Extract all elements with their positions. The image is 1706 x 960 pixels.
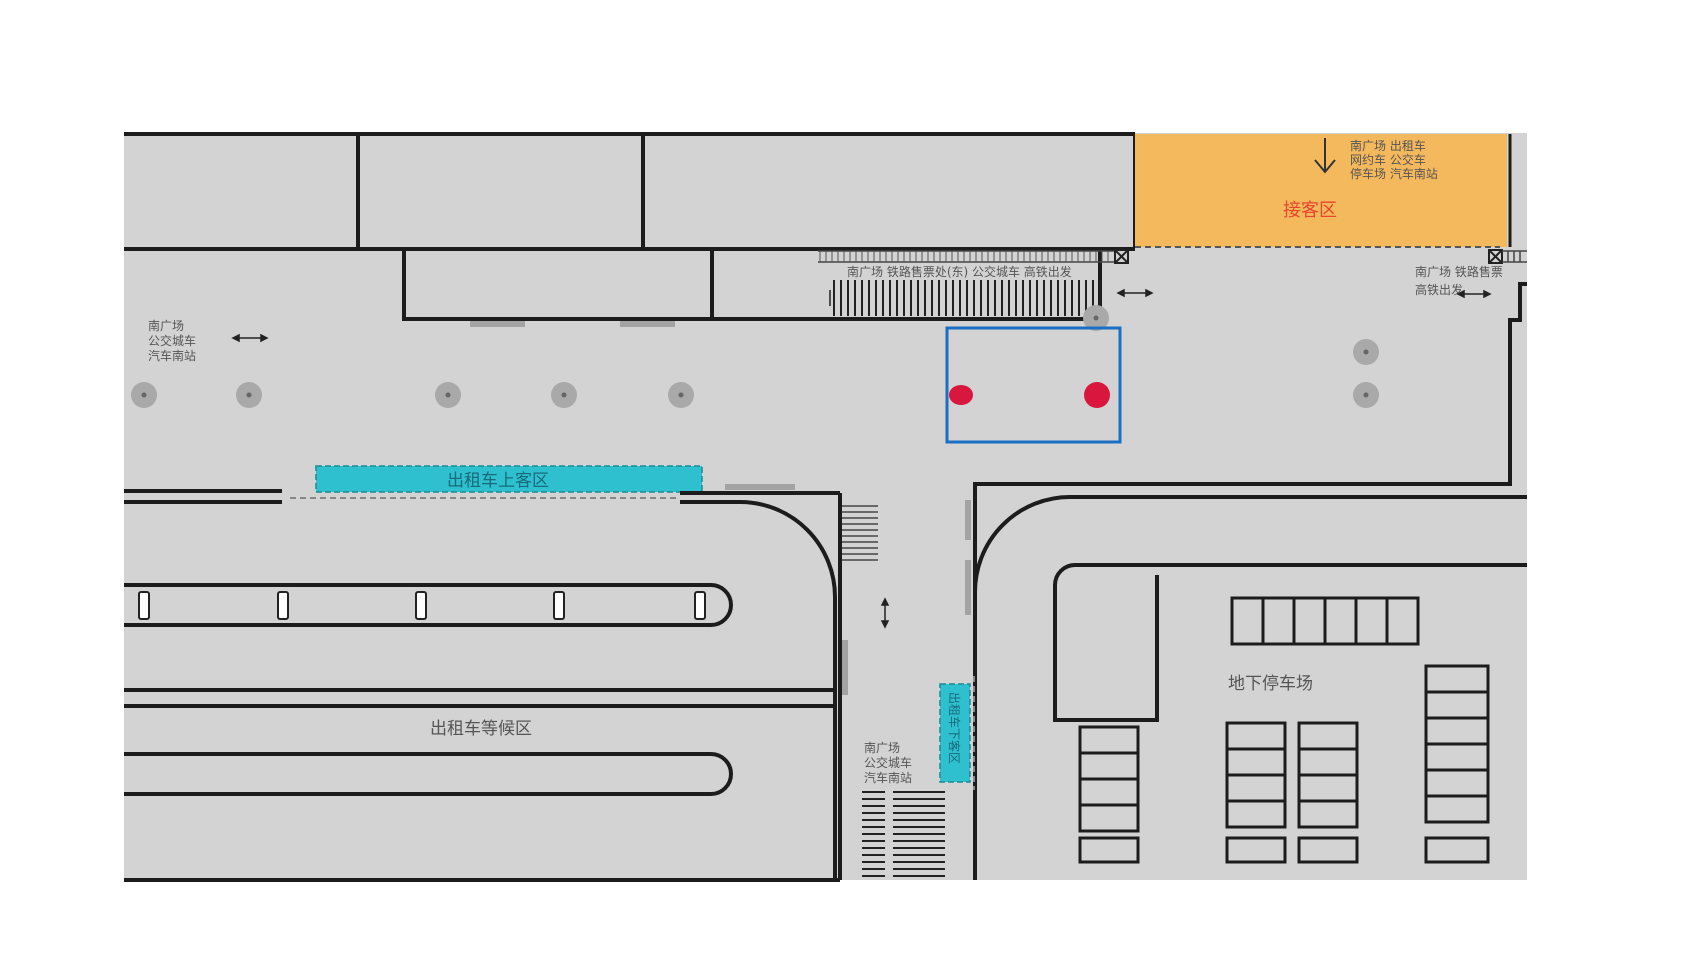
double-arrow-icon xyxy=(829,290,835,306)
pillar-center xyxy=(678,392,684,398)
parking-space xyxy=(1385,596,1420,646)
lane-markers xyxy=(138,591,706,620)
double-arrow-icon xyxy=(231,333,269,343)
down-arrow-icon xyxy=(1314,138,1336,174)
west-lanes xyxy=(124,489,842,882)
parking-spaces xyxy=(1078,596,1490,864)
parking-space xyxy=(1225,836,1287,864)
marker-right xyxy=(1084,382,1110,408)
left-sign-line-1: 南广场 xyxy=(148,318,184,333)
top-corridor-sign: 南广场 铁路售票处(东) 公交城车 高铁出发 xyxy=(847,264,1072,279)
taxi-boarding-zone-label: 出租车上客区 xyxy=(447,471,549,491)
slot-mark xyxy=(965,500,971,540)
parking-space xyxy=(1225,799,1287,829)
highlight-box xyxy=(945,326,1122,444)
pillar-center xyxy=(1363,349,1369,355)
slot-mark xyxy=(470,321,525,327)
left-sign-line-3: 汽车南站 xyxy=(148,348,196,363)
pillar-center xyxy=(246,392,252,398)
lane-marker xyxy=(553,591,565,620)
parking-space xyxy=(1297,836,1359,864)
pickup-zone-label: 接客区 xyxy=(1283,200,1337,221)
lane-marker xyxy=(694,591,706,620)
underground-parking-label: 地下停车场 xyxy=(1228,674,1313,694)
pickup-direction-line-2: 网约车 公交车 xyxy=(1350,152,1426,167)
taxi-waiting-zone-label: 出租车等候区 xyxy=(430,719,532,739)
slot-mark xyxy=(842,640,848,695)
taxi-dropoff-zone xyxy=(939,683,971,783)
slot-mark xyxy=(620,321,675,327)
east-walls xyxy=(973,282,1527,880)
double-arrow-icon xyxy=(880,597,890,629)
lane-marker xyxy=(415,591,427,620)
marker-left xyxy=(949,385,973,405)
fire-hydrant-icon xyxy=(1488,249,1503,264)
lane-marker xyxy=(138,591,150,620)
pickup-direction-line-1: 南广场 出租车 xyxy=(1350,138,1426,153)
railing-ticks xyxy=(819,251,1109,262)
double-arrow-icon xyxy=(1456,289,1492,299)
lane-marker xyxy=(277,591,289,620)
right-corridor-sign-line-1: 南广场 铁路售票 xyxy=(1415,264,1503,279)
pillar-center xyxy=(561,392,567,398)
parking-space xyxy=(1078,803,1140,833)
pickup-zone xyxy=(1135,134,1507,247)
east-curve-walls xyxy=(972,495,1527,722)
pillars xyxy=(131,305,1379,408)
double-arrow-icon xyxy=(1116,288,1154,298)
bottom-sign-line-1: 南广场 xyxy=(864,740,900,755)
bottom-sign-line-3: 汽车南站 xyxy=(864,770,912,785)
parking-space xyxy=(1424,836,1490,864)
right-corridor-sign-line-2: 高铁出发 xyxy=(1415,282,1463,297)
pickup-direction-line-3: 停车场 汽车南站 xyxy=(1350,166,1438,181)
parking-space xyxy=(1078,836,1140,864)
railing-strip-right xyxy=(1502,250,1527,263)
stairs-icon xyxy=(862,791,945,877)
bottom-sign-line-2: 公交城车 xyxy=(864,755,912,770)
stairs-icon xyxy=(842,505,878,561)
pillar-center xyxy=(141,392,147,398)
parking-space xyxy=(1297,799,1359,829)
parking-space xyxy=(1424,794,1490,824)
pillar-center xyxy=(1363,392,1369,398)
stairs-icon xyxy=(833,280,1101,316)
pillar-center xyxy=(1093,315,1099,321)
slot-mark xyxy=(965,560,971,615)
slot-mark xyxy=(725,484,795,490)
taxi-dropoff-zone-label: 出租车下客区 xyxy=(947,692,962,764)
taxi-boarding-zone xyxy=(315,465,703,493)
left-sign-line-2: 公交城车 xyxy=(148,333,196,348)
fire-hydrant-icon xyxy=(1114,249,1129,264)
pillar-center xyxy=(445,392,451,398)
